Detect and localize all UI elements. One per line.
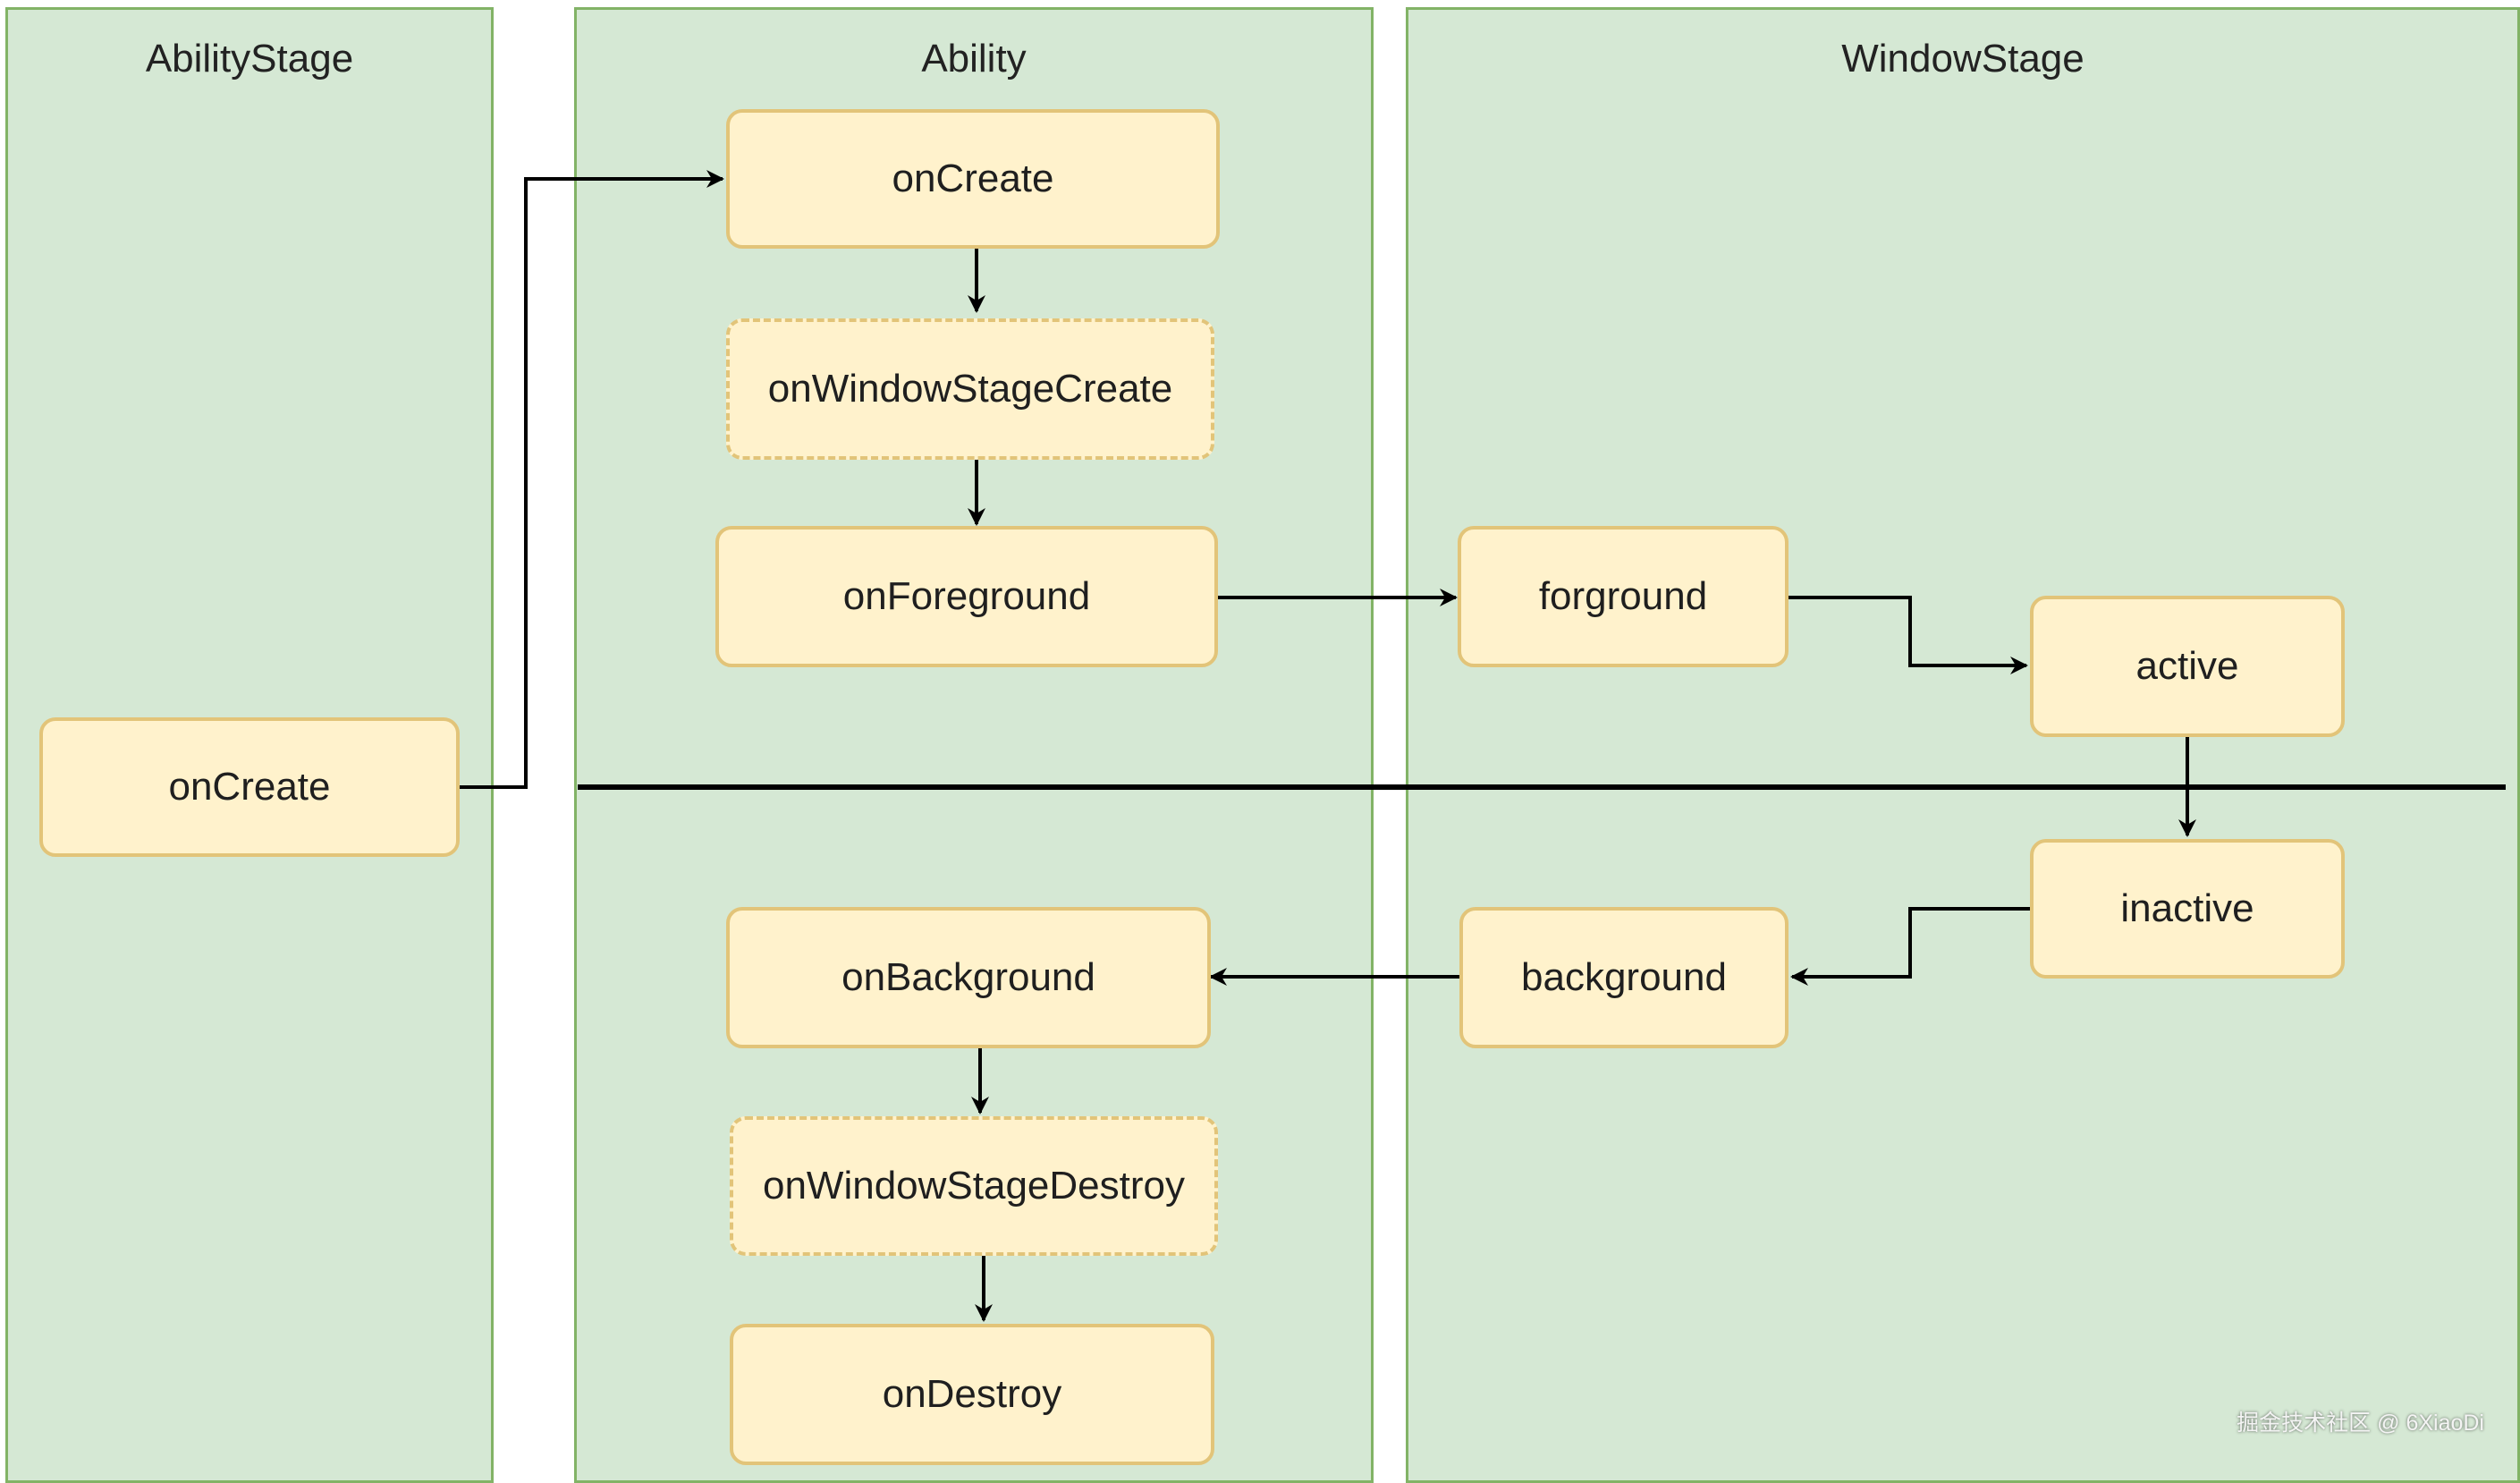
ability-oncreate-node[interactable]: onCreate [726, 109, 1220, 249]
watermark-text: 掘金技术社区 @ 6XiaoDi [2237, 1411, 2484, 1436]
onwindowstagedestroy-node[interactable]: onWindowStageDestroy [730, 1116, 1218, 1256]
onbackground-node[interactable]: onBackground [726, 907, 1211, 1048]
onwindowstagecreate-node[interactable]: onWindowStageCreate [726, 318, 1214, 460]
lane-title-ability-stage: AbilityStage [145, 37, 354, 81]
inactive-node[interactable]: inactive [2030, 839, 2345, 979]
ondestroy-node[interactable]: onDestroy [730, 1324, 1214, 1465]
lane-title-window-stage: WindowStage [1841, 37, 2084, 81]
arrow-forground-to-active [1789, 596, 2028, 674]
background-node[interactable]: background [1459, 907, 1789, 1048]
arrow-stage-oncreate-to-ability-oncreate [460, 170, 724, 789]
active-node[interactable]: active [2030, 596, 2345, 737]
lane-title-ability: Ability [921, 37, 1027, 81]
onforeground-node[interactable]: onForeground [715, 526, 1218, 667]
arrow-inactive-to-background [1790, 907, 2032, 986]
forground-node[interactable]: forground [1458, 526, 1789, 667]
stage-oncreate-node[interactable]: onCreate [39, 717, 460, 857]
lane-window-stage: WindowStage [1406, 7, 2520, 1483]
